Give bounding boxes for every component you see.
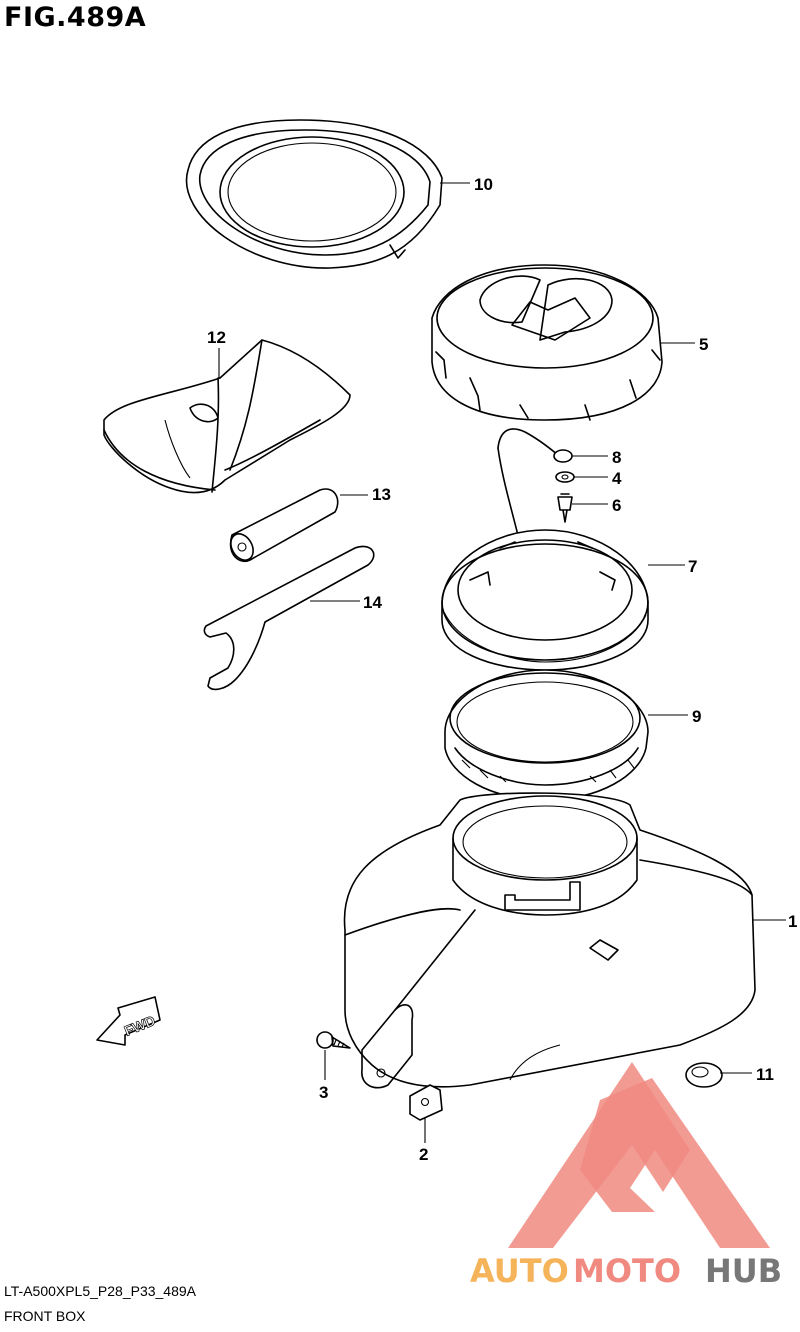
part-6-screw	[557, 493, 573, 523]
part-8-terminal	[497, 428, 573, 463]
part-10-gasket	[185, 119, 443, 269]
part-7-lock-ring	[441, 529, 649, 671]
callout-10: 10	[474, 175, 493, 194]
callout-6: 6	[612, 496, 621, 515]
logo-triangle-right	[580, 1078, 770, 1248]
part-4-washer	[555, 471, 575, 483]
callout-2: 2	[419, 1145, 428, 1164]
part-2-clip-nut	[409, 1084, 443, 1121]
part-13-tool-tube	[229, 488, 339, 562]
callout-12: 12	[207, 328, 226, 347]
part-14-spanner-wrench	[203, 545, 375, 691]
callout-8: 8	[612, 448, 621, 467]
diagram-name: FRONT BOX	[4, 1308, 86, 1324]
callout-13: 13	[372, 485, 391, 504]
callout-14: 14	[363, 593, 382, 612]
logo-moto: MOTO	[573, 1252, 681, 1290]
callout-1: 1	[788, 912, 797, 931]
callout-11: 11	[756, 1065, 774, 1084]
callout-7: 7	[688, 557, 697, 576]
callout-4: 4	[612, 469, 622, 488]
part-11-grommet	[685, 1062, 723, 1088]
part-3-screw	[316, 1031, 351, 1049]
logo-hub: HUB	[705, 1252, 782, 1290]
figure-title: FIG.489A	[4, 2, 147, 33]
part-5-cap	[431, 264, 663, 421]
part-9-threaded-ring	[444, 669, 649, 801]
automotohub-logo: AUTO MOTO HUB	[470, 1062, 782, 1290]
fwd-direction-arrow: FWD	[96, 996, 161, 1046]
callout-5: 5	[699, 335, 708, 354]
leader-lines	[218, 182, 786, 1143]
callout-9: 9	[692, 707, 701, 726]
callout-labels: 10 5 12 8 4 6 13 7 14 9 1 11 3 2	[207, 175, 797, 1164]
callout-3: 3	[319, 1083, 328, 1102]
diagram-code: LT-A500XPL5_P28_P33_489A	[4, 1283, 197, 1299]
part-12-tool-bag	[103, 339, 351, 494]
part-1-front-box	[343, 792, 756, 1089]
logo-auto: AUTO	[470, 1252, 569, 1290]
